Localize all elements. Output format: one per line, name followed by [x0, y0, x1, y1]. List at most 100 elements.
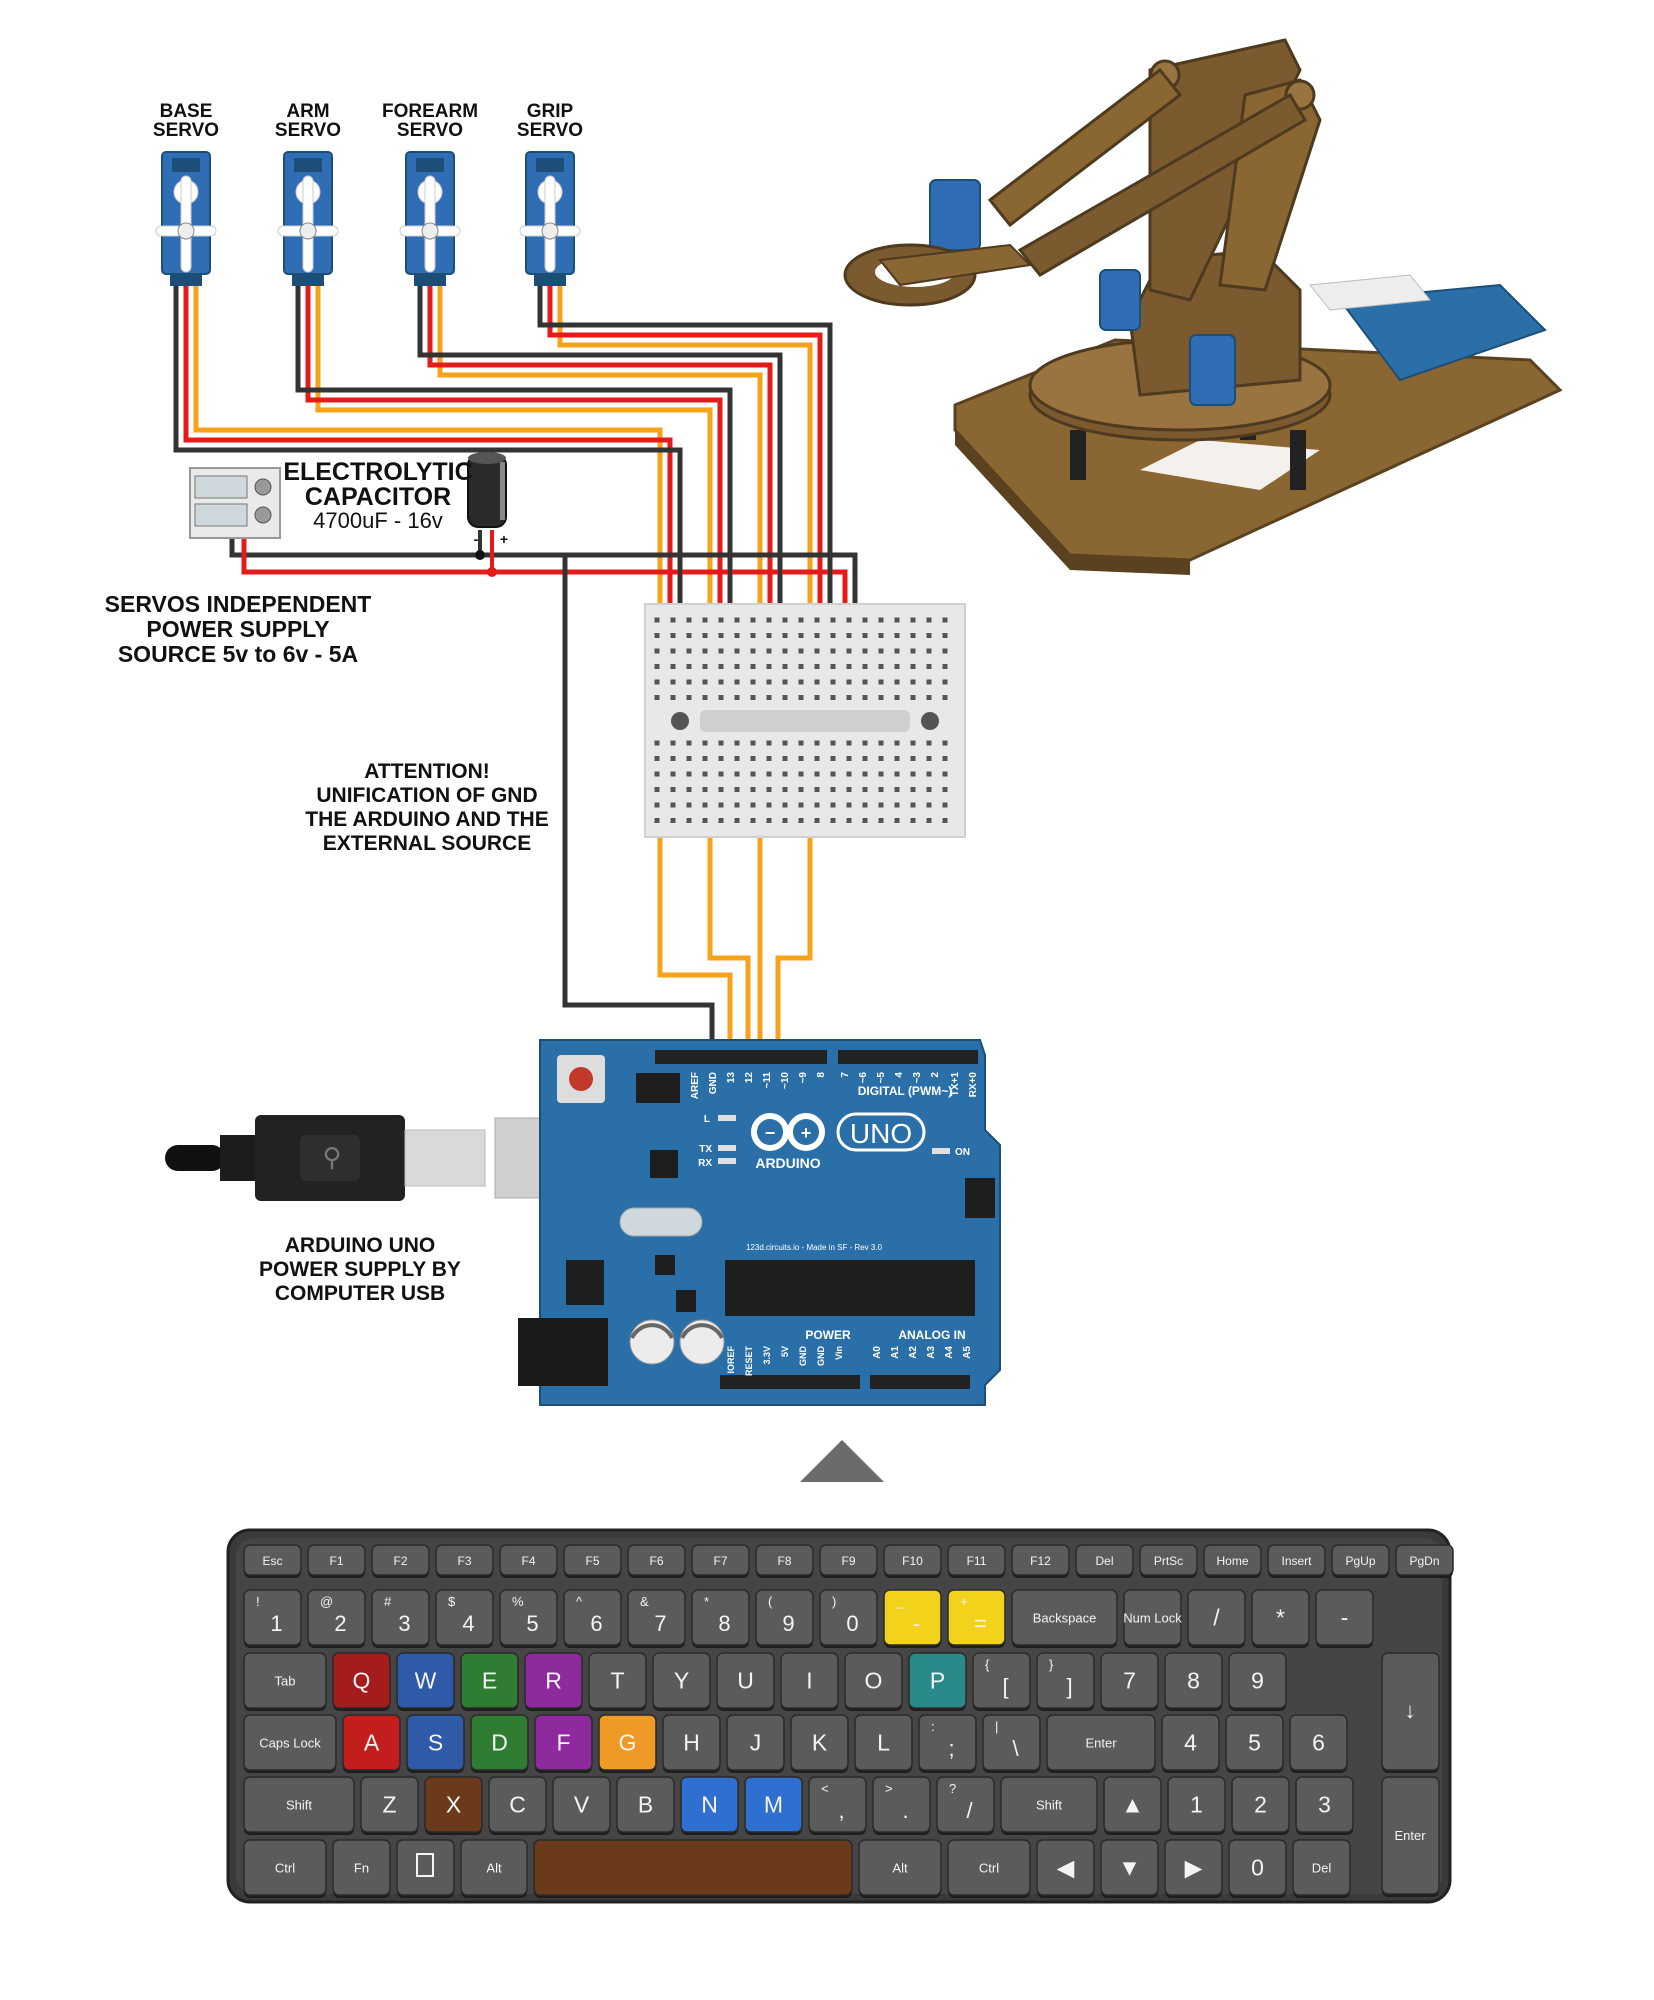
key-4-10[interactable]: ?/: [936, 1776, 995, 1835]
key-4-9[interactable]: >.: [872, 1776, 931, 1835]
key-0-8[interactable]: F8: [755, 1544, 814, 1578]
key-3-12[interactable]: Enter: [1046, 1714, 1156, 1773]
key-1-7[interactable]: *8: [691, 1589, 750, 1648]
key-3-14[interactable]: 5: [1225, 1714, 1284, 1773]
key-0-13[interactable]: Del: [1075, 1544, 1134, 1578]
key-4-13[interactable]: 1: [1167, 1776, 1226, 1835]
key-5-0[interactable]: Ctrl: [243, 1839, 327, 1898]
key-4-0[interactable]: Shift: [243, 1776, 355, 1835]
key-4-14[interactable]: 2: [1231, 1776, 1290, 1835]
key-3-10[interactable]: :;: [918, 1714, 977, 1773]
key-1-0[interactable]: !1: [243, 1589, 302, 1648]
key-0-4[interactable]: F4: [499, 1544, 558, 1578]
key-2-1[interactable]: Q: [332, 1652, 391, 1711]
key-4-11[interactable]: Shift: [1000, 1776, 1098, 1835]
key-2-9[interactable]: O: [844, 1652, 903, 1711]
key-4-4[interactable]: V: [552, 1776, 611, 1835]
key-2-12[interactable]: }]: [1036, 1652, 1095, 1711]
key-0-11[interactable]: F11: [947, 1544, 1006, 1578]
key-5-3[interactable]: Alt: [460, 1839, 528, 1898]
key-2-14[interactable]: 8: [1164, 1652, 1223, 1711]
key-1-16[interactable]: -: [1315, 1589, 1374, 1648]
key-2-11[interactable]: {[: [972, 1652, 1031, 1711]
key-5-11[interactable]: Del: [1292, 1839, 1351, 1898]
key-5-8[interactable]: ▼: [1100, 1839, 1159, 1898]
key-1-3[interactable]: $4: [435, 1589, 494, 1648]
key-1-11[interactable]: +=: [947, 1589, 1006, 1648]
digital-pin-label-13: 2: [930, 1072, 941, 1078]
key-4-15[interactable]: 3: [1295, 1776, 1354, 1835]
key-3-0[interactable]: Caps Lock: [243, 1714, 337, 1773]
key-1-2[interactable]: #3: [371, 1589, 430, 1648]
key-4-5[interactable]: B: [616, 1776, 675, 1835]
key-1-14[interactable]: /: [1187, 1589, 1246, 1648]
key-5-10[interactable]: 0: [1228, 1839, 1287, 1898]
key-1-5[interactable]: ^6: [563, 1589, 622, 1648]
key-3-4[interactable]: F: [534, 1714, 593, 1773]
key-0-15[interactable]: Home: [1203, 1544, 1262, 1578]
key-3-9[interactable]: L: [854, 1714, 913, 1773]
key-3-3[interactable]: D: [470, 1714, 529, 1773]
key-4-12[interactable]: ▲: [1103, 1776, 1162, 1835]
key-5-2[interactable]: [396, 1839, 455, 1898]
key-5-6[interactable]: Ctrl: [947, 1839, 1031, 1898]
key-2-3[interactable]: E: [460, 1652, 519, 1711]
key-0-1[interactable]: F1: [307, 1544, 366, 1578]
key-1-15[interactable]: *: [1251, 1589, 1310, 1648]
key-3-8[interactable]: K: [790, 1714, 849, 1773]
key-2-8[interactable]: I: [780, 1652, 839, 1711]
key-2-15[interactable]: 9: [1228, 1652, 1287, 1711]
key-2-0[interactable]: Tab: [243, 1652, 327, 1711]
key-1-8[interactable]: (9: [755, 1589, 814, 1648]
key-0-2[interactable]: F2: [371, 1544, 430, 1578]
key-0-6[interactable]: F6: [627, 1544, 686, 1578]
key-5-7[interactable]: ◀: [1036, 1839, 1095, 1898]
key-2-13[interactable]: 7: [1100, 1652, 1159, 1711]
key-1-4[interactable]: %5: [499, 1589, 558, 1648]
key-5-5[interactable]: Alt: [858, 1839, 942, 1898]
key-3-2[interactable]: S: [406, 1714, 465, 1773]
key-4-1[interactable]: Z: [360, 1776, 419, 1835]
key-2-7[interactable]: U: [716, 1652, 775, 1711]
key-0-0[interactable]: Esc: [243, 1544, 302, 1578]
key-0-7[interactable]: F7: [691, 1544, 750, 1578]
key-0-17[interactable]: PgUp: [1331, 1544, 1390, 1578]
key-1-6[interactable]: &7: [627, 1589, 686, 1648]
key-0-16[interactable]: Insert: [1267, 1544, 1326, 1578]
key-4-6[interactable]: N: [680, 1776, 739, 1835]
key-0-3[interactable]: F3: [435, 1544, 494, 1578]
key-4-7[interactable]: M: [744, 1776, 803, 1835]
key-3-13[interactable]: 4: [1161, 1714, 1220, 1773]
key-5-1[interactable]: Fn: [332, 1839, 391, 1898]
key-4-2[interactable]: X: [424, 1776, 483, 1835]
key-1-1[interactable]: @2: [307, 1589, 366, 1648]
key-2-6[interactable]: Y: [652, 1652, 711, 1711]
key-4-8[interactable]: <,: [808, 1776, 867, 1835]
key-0-9[interactable]: F9: [819, 1544, 878, 1578]
key-2-5[interactable]: T: [588, 1652, 647, 1711]
key-3-1[interactable]: A: [342, 1714, 401, 1773]
numpad-down-key[interactable]: ↓: [1381, 1652, 1440, 1773]
key-0-5[interactable]: F5: [563, 1544, 622, 1578]
key-5-4[interactable]: [533, 1839, 853, 1898]
key-5-9[interactable]: ▶: [1164, 1839, 1223, 1898]
key-3-11[interactable]: |\: [982, 1714, 1041, 1773]
key-0-10[interactable]: F10: [883, 1544, 942, 1578]
key-1-12[interactable]: Backspace: [1011, 1589, 1118, 1648]
key-0-18[interactable]: PgDn: [1395, 1544, 1454, 1578]
key-1-10[interactable]: _-: [883, 1589, 942, 1648]
key-3-6[interactable]: H: [662, 1714, 721, 1773]
numpad-enter-key[interactable]: Enter: [1381, 1776, 1440, 1897]
key-1-13[interactable]: Num Lock: [1123, 1589, 1182, 1648]
key-4-3[interactable]: C: [488, 1776, 547, 1835]
key-2-10[interactable]: P: [908, 1652, 967, 1711]
key-1-9[interactable]: )0: [819, 1589, 878, 1648]
key-3-15[interactable]: 6: [1289, 1714, 1348, 1773]
key-1-15-label: *: [1276, 1605, 1285, 1631]
key-3-7[interactable]: J: [726, 1714, 785, 1773]
key-2-4[interactable]: R: [524, 1652, 583, 1711]
key-2-2[interactable]: W: [396, 1652, 455, 1711]
key-0-14[interactable]: PrtSc: [1139, 1544, 1198, 1578]
key-3-5[interactable]: G: [598, 1714, 657, 1773]
key-0-12[interactable]: F12: [1011, 1544, 1070, 1578]
